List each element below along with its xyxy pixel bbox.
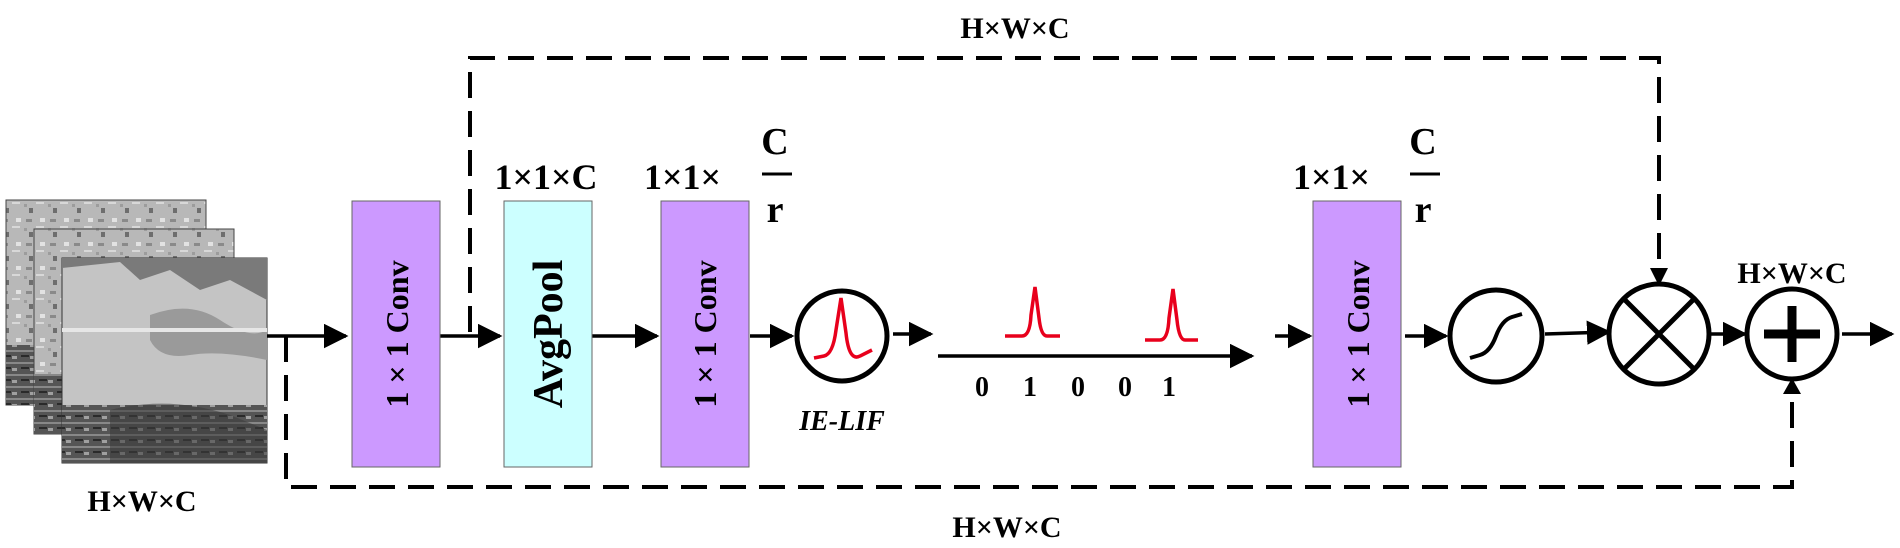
main-flow-lines	[267, 320, 1895, 349]
expand-dim-label: 1×1× C r	[1293, 121, 1440, 231]
spike-bit: 0	[1118, 372, 1132, 403]
skip-connections	[284, 56, 1794, 489]
spike-bit: 1	[1162, 372, 1176, 403]
pool-dim-label: 1×1×C	[494, 157, 597, 197]
reduce-dim-label: 1×1× C r	[644, 121, 792, 231]
top-skip-path	[468, 56, 1661, 332]
avgpool-block: AvgPool	[503, 200, 593, 468]
neuron-label: IE-LIF	[798, 406, 885, 437]
conv-block-2-label: 1 × 1 Conv	[687, 260, 723, 407]
spike-train: 0 1 0 0 1	[938, 286, 1255, 403]
sigmoid-icon	[1447, 287, 1545, 385]
conv-block-2: 1 × 1 Conv	[660, 200, 750, 468]
conv-block-1: 1 × 1 Conv	[351, 200, 441, 468]
output-dim-label: H×W×C	[1737, 257, 1846, 290]
spike-pulse	[1145, 288, 1198, 342]
spike-bit: 0	[975, 372, 989, 403]
reduce-dim-denominator: r	[767, 189, 784, 231]
spike-bit: 1	[1023, 372, 1037, 403]
conv-block-3-label: 1 × 1 Conv	[1340, 260, 1376, 407]
top-skip-dim-label: H×W×C	[960, 12, 1069, 45]
spike-bit: 0	[1071, 372, 1085, 403]
avgpool-block-label: AvgPool	[526, 260, 572, 409]
expand-dim-denominator: r	[1415, 189, 1432, 231]
bottom-skip-arrowhead	[1783, 378, 1801, 394]
conv-block-1-label: 1 × 1 Conv	[379, 260, 415, 407]
reduce-dim-prefix: 1×1×	[644, 157, 721, 197]
input-dim-label: H×W×C	[87, 485, 196, 518]
reduce-dim-numerator: C	[761, 121, 788, 163]
add-icon	[1744, 286, 1840, 382]
conv-block-3: 1 × 1 Conv	[1312, 200, 1402, 468]
bottom-skip-dim-label: H×W×C	[952, 511, 1061, 544]
bottom-skip-path	[284, 336, 1794, 489]
image-stack-icon	[5, 199, 268, 464]
top-skip-arrowhead	[1650, 268, 1668, 286]
expand-dim-numerator: C	[1409, 121, 1436, 163]
spike-pulse	[1005, 286, 1060, 338]
feature-map-front	[61, 257, 268, 464]
expand-dim-prefix: 1×1×	[1293, 157, 1370, 197]
multiply-icon	[1606, 281, 1712, 387]
spike-neuron-icon	[794, 288, 890, 384]
